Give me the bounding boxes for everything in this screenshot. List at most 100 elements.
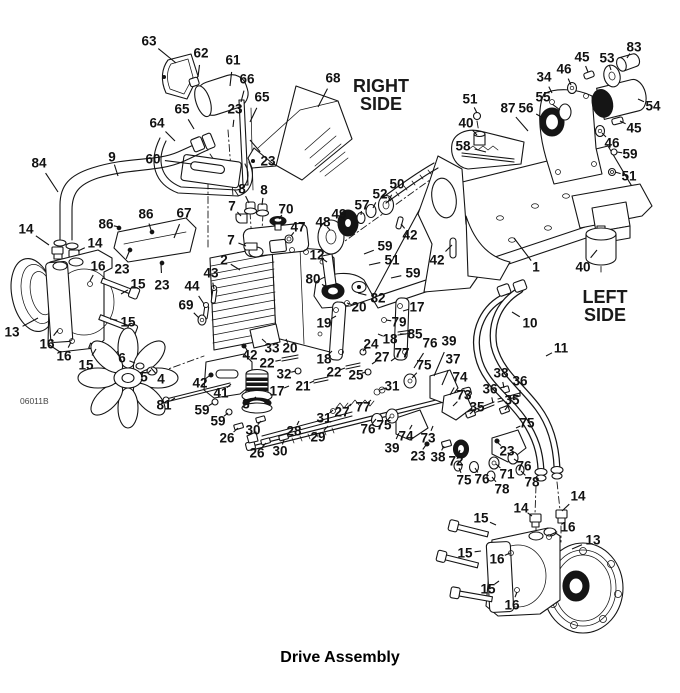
leader-line xyxy=(549,531,558,536)
leader-line xyxy=(346,302,352,306)
part-label-76: 76 xyxy=(474,472,490,487)
leader-line xyxy=(422,444,427,450)
leader-line xyxy=(379,387,385,391)
bushing xyxy=(616,53,641,72)
part-label-32: 32 xyxy=(276,367,291,382)
right-pump-assembly xyxy=(435,519,624,634)
part-label-44: 44 xyxy=(184,279,200,294)
part-label-22: 22 xyxy=(259,356,274,371)
part-label-51: 51 xyxy=(621,169,637,184)
part-label-23: 23 xyxy=(227,102,243,117)
leader-line xyxy=(67,341,72,348)
part-label-42: 42 xyxy=(242,348,257,363)
part-label-52: 52 xyxy=(372,187,387,202)
leader-line xyxy=(395,432,400,440)
leader-line xyxy=(357,292,367,296)
part-label-50: 50 xyxy=(389,177,404,192)
leader-line xyxy=(441,445,445,451)
part-label-74: 74 xyxy=(452,370,468,385)
part-label-11: 11 xyxy=(554,341,569,356)
part-label-23: 23 xyxy=(410,449,426,464)
cooling-fan xyxy=(77,327,179,429)
leader-line xyxy=(290,232,295,237)
leader-line xyxy=(491,397,494,404)
part-label-54: 54 xyxy=(645,99,661,114)
leader-line xyxy=(372,202,377,209)
diagram-line-art xyxy=(10,53,653,634)
part-label-15: 15 xyxy=(473,511,489,526)
part-label-18: 18 xyxy=(316,352,332,367)
part-label-75: 75 xyxy=(519,416,535,431)
leader-line xyxy=(261,197,264,206)
part-label-20: 20 xyxy=(282,341,297,356)
leader-line xyxy=(347,403,352,408)
part-label-78: 78 xyxy=(524,475,540,490)
part-label-85: 85 xyxy=(407,327,423,342)
part-label-75: 75 xyxy=(376,418,392,433)
leader-line xyxy=(472,129,478,136)
part-label-61: 61 xyxy=(225,53,241,68)
part-label-86: 86 xyxy=(138,207,154,222)
part-label-38: 38 xyxy=(430,450,446,465)
leader-line xyxy=(390,357,396,362)
part-label-67: 67 xyxy=(176,206,191,221)
leader-line xyxy=(473,107,478,114)
shield-tube xyxy=(153,137,253,197)
part-label-25: 25 xyxy=(348,368,364,383)
part-label-8: 8 xyxy=(260,183,268,198)
part-label-51: 51 xyxy=(462,92,478,107)
leader-line xyxy=(535,113,544,119)
part-label-7: 7 xyxy=(227,233,235,248)
leader-line xyxy=(457,449,461,455)
part-label-66: 66 xyxy=(239,72,255,87)
leader-line xyxy=(291,370,297,373)
part-label-43: 43 xyxy=(203,266,219,281)
leader-line xyxy=(458,467,462,474)
leader-line xyxy=(113,225,120,228)
part-label-46: 46 xyxy=(604,136,620,151)
leader-line xyxy=(567,78,572,86)
leader-line xyxy=(545,352,553,357)
leader-line xyxy=(494,580,500,585)
leader-line xyxy=(109,318,118,321)
part-label-24: 24 xyxy=(363,337,379,352)
part-label-13: 13 xyxy=(4,325,20,340)
part-label-45: 45 xyxy=(574,50,590,65)
part-label-69: 69 xyxy=(178,298,193,313)
leader-line xyxy=(361,371,367,374)
rubber-mount xyxy=(585,225,617,266)
part-label-59: 59 xyxy=(377,239,392,254)
leader-line xyxy=(45,172,59,193)
part-label-30: 30 xyxy=(245,423,260,438)
leader-line xyxy=(513,458,519,463)
part-label-6: 6 xyxy=(118,351,126,366)
muffler-assembly xyxy=(153,53,254,197)
leader-line xyxy=(148,223,152,231)
left-side-label-line1: LEFT xyxy=(583,287,628,307)
leader-line xyxy=(367,399,372,404)
part-label-82: 82 xyxy=(370,291,385,306)
leader-line xyxy=(157,48,177,64)
leader-line xyxy=(317,88,328,108)
leader-line xyxy=(261,442,267,448)
figure-title: Drive Assembly xyxy=(280,649,400,666)
leader-line xyxy=(377,333,384,337)
part-label-26: 26 xyxy=(249,446,265,461)
leader-line xyxy=(385,319,392,322)
part-label-49: 49 xyxy=(331,207,346,222)
leader-line xyxy=(147,369,152,374)
leader-line xyxy=(387,194,393,203)
leader-line xyxy=(387,416,391,421)
leader-line xyxy=(233,427,239,433)
leader-line xyxy=(372,418,377,424)
leader-line xyxy=(197,64,201,78)
part-label-83: 83 xyxy=(626,40,642,55)
part-label-22: 22 xyxy=(326,365,341,380)
part-label-60: 60 xyxy=(145,152,160,167)
part-label-41: 41 xyxy=(213,386,229,401)
leader-line xyxy=(449,387,455,396)
leader-line xyxy=(445,244,453,252)
leader-line xyxy=(77,247,86,252)
leader-line xyxy=(495,463,501,469)
